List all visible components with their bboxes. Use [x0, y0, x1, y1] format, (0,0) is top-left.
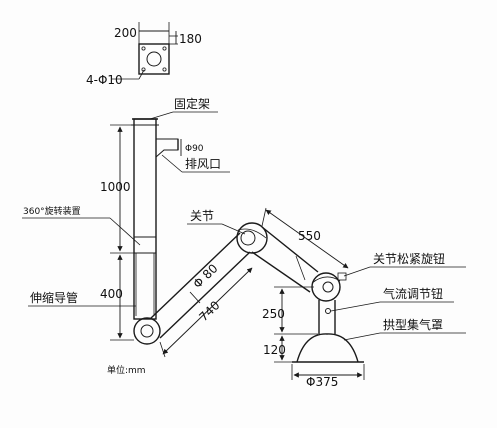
hood-joint: [311, 272, 347, 302]
airflow-knob: [325, 308, 331, 314]
fixed-bracket-label: 固定架: [174, 96, 210, 111]
vertical-mast: [131, 118, 179, 320]
telescopic-tube-label: 伸缩导管: [30, 290, 78, 305]
exhaust-diameter-label: Φ90: [185, 144, 204, 154]
hood-joint-inner: [322, 281, 334, 293]
mount-holes-label: 4-Φ10: [86, 73, 123, 87]
mount-bolt-hole: [162, 67, 167, 72]
upper-height-label: 1000: [100, 180, 131, 194]
joint-lock-knob-label: 关节松紧旋钮: [373, 251, 445, 266]
mount-center-hole: [146, 51, 162, 67]
mount-plate-square: [138, 43, 170, 75]
arm-diameter-label: Φ 80: [190, 261, 220, 291]
joint-lock-knob: [337, 272, 347, 281]
arched-hood: [296, 333, 359, 363]
lower-joint-inner: [140, 324, 154, 338]
lower-joint: [133, 317, 161, 345]
mount-width-label: 200: [114, 26, 137, 40]
airflow-knob-label: 气流调节钮: [383, 286, 443, 301]
arm-length-2-label: 550: [298, 229, 321, 243]
mount-bolt-hole: [162, 46, 167, 51]
exhaust-port-label: 排风口: [185, 157, 221, 171]
knob-height-label: 250: [262, 307, 285, 321]
exhaust-port: [155, 138, 179, 158]
lower-height-label: 400: [100, 287, 123, 301]
rotation-device-label: 360°旋转装置: [23, 205, 81, 217]
hood-assembly: [292, 300, 364, 363]
unit-label: 单位:mm: [107, 364, 146, 376]
mast-tube: [133, 118, 157, 320]
joint-label: 关节: [190, 209, 214, 223]
arm-length-1-label: 740: [196, 298, 222, 324]
hood-height-label: 120: [263, 343, 286, 357]
lower-joint-outer: [133, 317, 161, 345]
mount-bolt-hole: [141, 46, 146, 51]
mounting-plate: [112, 22, 178, 80]
hood-label: 拱型集气罩: [383, 317, 443, 332]
mount-height-label: 180: [179, 32, 202, 46]
middle-joint-inner: [240, 230, 256, 246]
hood-diameter-label: Φ375: [306, 375, 338, 389]
